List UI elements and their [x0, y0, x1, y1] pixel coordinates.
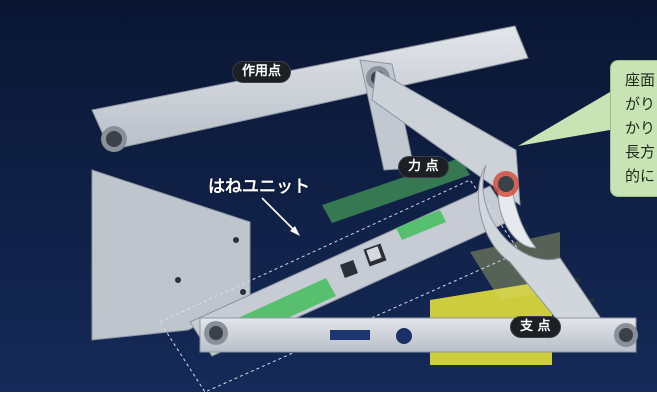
- fulcrum-left-pivot-core: [209, 326, 223, 340]
- spring-block-inner: [366, 246, 382, 262]
- plate-hole: [233, 237, 239, 243]
- label-spring-unit: はねユニット: [208, 177, 310, 197]
- label-action-point: 作用点: [232, 61, 292, 83]
- force-point-pivot: [498, 176, 514, 192]
- spring-unit-arrow-head: [290, 226, 300, 236]
- note-line-5: 的に: [625, 167, 656, 185]
- label-fulcrum: 支 点: [510, 316, 561, 338]
- force-lever: [478, 164, 613, 349]
- note-line-1: 座面: [625, 71, 656, 89]
- label-force-point: 力 点: [398, 156, 449, 178]
- spring-unit-arrow: [261, 197, 297, 233]
- base-bar: [199, 317, 637, 353]
- plate-hole: [240, 289, 246, 295]
- base-hole: [396, 328, 412, 344]
- fulcrum-right-pivot-core: [619, 328, 633, 342]
- note-pointer: [518, 92, 610, 146]
- lever-hole: [575, 277, 581, 283]
- note-line-4: 長方: [625, 143, 656, 161]
- lever-hole: [589, 297, 595, 303]
- upper-bar-pivot-core: [106, 131, 122, 147]
- note-line-3: かり: [625, 119, 656, 137]
- note-line-2: がり: [625, 95, 656, 113]
- spring-block: [340, 260, 358, 278]
- plate-hole: [175, 277, 181, 283]
- base-slot: [330, 330, 370, 340]
- note-callout: 座面 がり かり 長方 的に: [610, 60, 657, 197]
